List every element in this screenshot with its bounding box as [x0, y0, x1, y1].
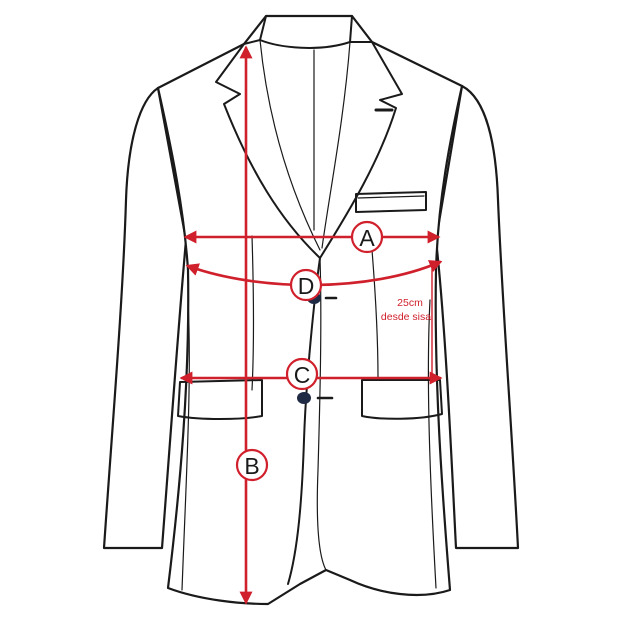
- front-overlap: [316, 257, 327, 571]
- right-lapel-inner: [321, 41, 351, 249]
- breast-pocket: [355, 191, 427, 213]
- label-d: D: [298, 273, 315, 299]
- breast-pocket-top: [357, 195, 425, 199]
- left-lapel-inner: [259, 39, 321, 251]
- label-c: C: [294, 362, 311, 388]
- front-edge: [287, 257, 321, 585]
- badge-b: B: [235, 448, 269, 482]
- left-side-seam: [181, 299, 190, 591]
- left-sleeve: [102, 86, 188, 550]
- badge-d: D: [289, 268, 323, 302]
- jacket-body: [156, 14, 464, 606]
- label-a: A: [359, 225, 375, 251]
- lower-button: [297, 392, 311, 404]
- note-line-1: 25cm: [397, 297, 423, 309]
- right-side-seam: [427, 299, 437, 589]
- right-sleeve: [434, 84, 520, 550]
- right-flap-pocket: [361, 379, 443, 420]
- jacket-outline: [102, 14, 520, 606]
- collar-band: [259, 15, 353, 49]
- badge-a: A: [350, 220, 384, 254]
- label-b: B: [244, 453, 259, 479]
- note-line-2: desde sisa: [381, 311, 431, 323]
- left-flap-pocket: [177, 379, 263, 420]
- badge-c: C: [285, 357, 319, 391]
- measurements: A B C D 25cm desde sisa: [179, 45, 443, 605]
